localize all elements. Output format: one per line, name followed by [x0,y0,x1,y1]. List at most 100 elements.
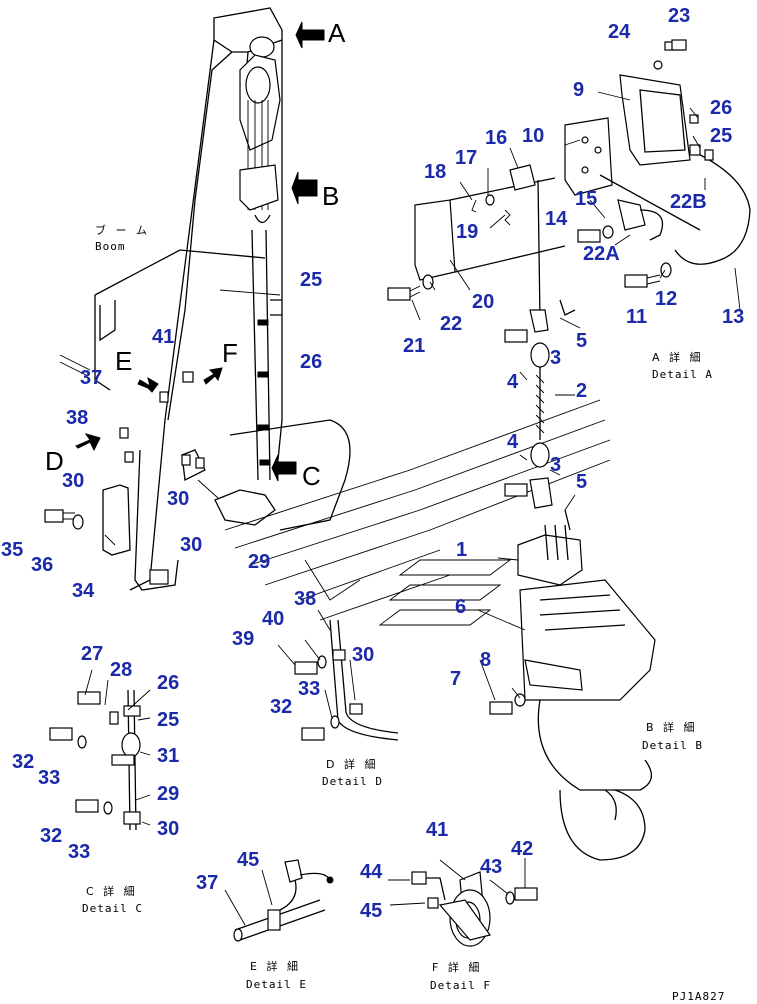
part-number: 33 [38,767,60,789]
part-number: 38 [66,407,88,429]
detail-b [477,524,656,861]
part-number: 19 [456,221,478,243]
part-number: 43 [480,856,502,878]
caption-detail-c-jp: C 詳 細 [86,884,138,898]
part-number: 37 [80,367,102,389]
part-number: 5 [576,330,587,352]
detail-d [277,609,399,741]
arrow-label-f: F [222,338,238,368]
wire-rope [504,179,581,531]
part-number: 36 [31,554,53,576]
part-number: 4 [507,371,519,393]
part-number: 29 [248,551,270,573]
detail-e [224,859,334,942]
arrow-label-d: D [45,446,64,476]
part-number: 29 [157,783,179,805]
part-number: 12 [655,288,677,310]
part-number: 22B [670,191,707,213]
part-number: 13 [722,306,744,328]
part-number: 32 [12,751,34,773]
part-number: 18 [424,161,446,183]
part-number: 9 [573,79,584,101]
part-number: 26 [157,672,179,694]
part-number: 33 [68,841,90,863]
part-number: 10 [522,125,544,147]
boom-label-en: Boom [95,240,126,253]
part-number: 41 [426,819,448,841]
part-number: 3 [550,454,561,476]
part-number: 22 [440,313,462,335]
part-number: 2 [576,380,587,402]
part-number: 1 [456,539,467,561]
caption-detail-d-en: Detail D [322,775,383,788]
part-number: 41 [152,326,174,348]
part-number: 30 [352,644,374,666]
arrow-label-e: E [115,346,132,376]
part-number: 32 [40,825,62,847]
part-number: 35 [1,539,23,561]
arrow-label-a: A [328,18,346,48]
part-number: 30 [180,534,202,556]
caption-detail-e-jp: E 詳 細 [250,959,301,973]
part-number: 3 [550,347,561,369]
part-number: 22A [583,243,620,265]
caption-detail-a-jp: A 詳 細 [652,350,704,364]
part-number: 8 [480,649,491,671]
part-number: 33 [298,678,320,700]
caption-detail-f-en: Detail F [430,979,491,992]
detail-captions: A 詳 細 Detail A B 詳 細 Detail B C 詳 細 Deta… [82,350,713,992]
part-number: 27 [81,643,103,665]
part-number: 15 [575,188,597,210]
part-number: 25 [710,125,732,147]
part-number: 40 [262,608,284,630]
part-number: 7 [450,668,461,690]
detail-c [49,669,151,831]
detail-f [388,858,538,947]
part-number: 25 [157,709,179,731]
view-arrows: A B C D E F [45,18,346,491]
part-number: 31 [157,745,179,767]
part-number: 30 [157,818,179,840]
part-number: 34 [72,580,95,602]
boom-structure [44,7,351,591]
part-number: 21 [403,335,425,357]
caption-detail-b-en: Detail B [642,739,703,752]
part-number: 17 [455,147,477,169]
caption-detail-b-jp: B 詳 細 [646,720,698,734]
part-number: 42 [511,838,533,860]
part-number: 45 [360,900,382,922]
part-number: 5 [576,471,587,493]
arrow-label-c: C [302,461,321,491]
drawing-code: PJ1A827 [672,990,725,1003]
caption-detail-f-jp: F 詳 細 [432,960,482,974]
part-number: 16 [485,127,507,149]
caption-detail-a-en: Detail A [652,368,713,381]
part-number: 39 [232,628,254,650]
detail-a [387,39,751,321]
part-number: 14 [545,208,568,230]
part-number: 45 [237,849,259,871]
part-number: 20 [472,291,494,313]
caption-detail-c-en: Detail C [82,902,143,915]
part-number: 11 [626,306,647,328]
caption-detail-d-jp: D 詳 細 [326,757,378,771]
arrow-label-b: B [322,181,339,211]
part-number: 30 [62,470,84,492]
part-number: 6 [455,596,466,618]
part-number: 24 [608,21,631,43]
part-number: 26 [710,97,732,119]
part-number: 37 [196,872,218,894]
part-number: 32 [270,696,292,718]
part-number: 44 [360,861,383,883]
part-number: 25 [300,269,322,291]
part-number: 23 [668,5,690,27]
part-number-labels: 23 24 9 26 25 10 16 17 18 22B 15 19 14 2… [1,5,744,922]
caption-detail-e-en: Detail E [246,978,307,991]
part-number: 28 [110,659,132,681]
part-number: 30 [167,488,189,510]
boom-label-jp: ブ ー ム [95,223,150,237]
part-number: 38 [294,588,316,610]
part-number: 4 [507,431,519,453]
part-number: 26 [300,351,322,373]
